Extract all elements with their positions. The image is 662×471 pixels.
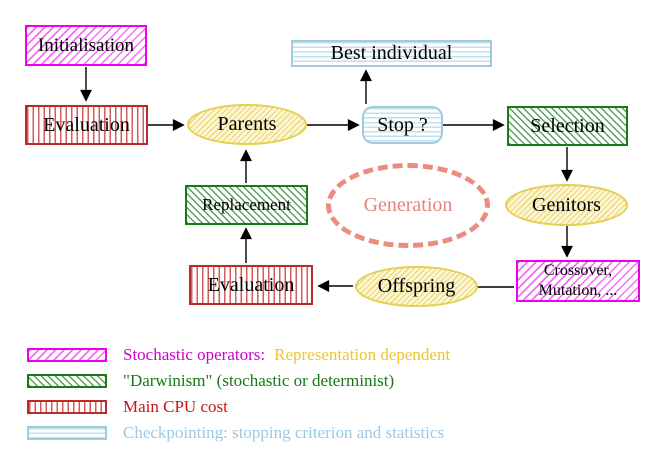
node-evaluation-bottom-label: Evaluation xyxy=(207,273,295,296)
node-offspring: Offspring xyxy=(355,266,478,307)
legend-row-cpu: Main CPU cost xyxy=(27,397,228,416)
node-best-individual: Best individual xyxy=(291,40,492,67)
node-selection: Selection xyxy=(507,106,628,146)
legend-label-cpu: Main CPU cost xyxy=(123,397,228,416)
legend-label-representation: Representation dependent xyxy=(274,345,451,364)
legend-row-stochastic: Stochastic operators: Representation dep… xyxy=(27,345,451,364)
legend-swatch-green-diagonal xyxy=(27,374,107,388)
node-crossover-mutation: Crossover, Mutation, ... xyxy=(516,260,640,302)
legend-label-checkpointing: Checkpointing: stopping criterion and st… xyxy=(123,423,445,442)
node-evaluation-bottom: Evaluation xyxy=(189,265,313,305)
generation-label: Generation xyxy=(363,194,453,216)
node-genitors: Genitors xyxy=(505,184,628,226)
node-offspring-label: Offspring xyxy=(377,275,456,297)
node-initialisation: Initialisation xyxy=(25,25,147,66)
node-initialisation-label: Initialisation xyxy=(37,34,135,56)
legend-label-darwinism: "Darwinism" (stochastic or determinist) xyxy=(123,371,395,390)
legend-swatch-magenta-diagonal xyxy=(27,348,107,362)
node-stop: Stop ? xyxy=(362,106,443,144)
node-replacement-label: Replacement xyxy=(202,195,291,214)
node-selection-label: Selection xyxy=(530,114,605,137)
node-genitors-label: Genitors xyxy=(532,193,601,216)
node-parents: Parents xyxy=(187,104,307,145)
node-evaluation-top-label: Evaluation xyxy=(43,113,130,136)
legend-swatch-blue-horizontal xyxy=(27,426,107,440)
node-crossover-line1: Crossover, xyxy=(543,262,613,279)
node-stop-label: Stop ? xyxy=(377,113,428,136)
node-best-individual-label: Best individual xyxy=(330,42,453,64)
legend-label-stochastic: Stochastic operators: xyxy=(123,345,266,364)
node-replacement: Replacement xyxy=(185,185,308,225)
node-crossover-line2: Mutation, ... xyxy=(538,282,618,299)
legend-row-darwinism: "Darwinism" (stochastic or determinist) xyxy=(27,371,395,390)
node-evaluation-top: Evaluation xyxy=(25,105,148,145)
legend-swatch-red-vertical xyxy=(27,400,107,414)
generation-cycle-ellipse: Generation xyxy=(326,163,490,248)
node-parents-label: Parents xyxy=(217,113,277,135)
legend-row-checkpointing: Checkpointing: stopping criterion and st… xyxy=(27,423,445,442)
